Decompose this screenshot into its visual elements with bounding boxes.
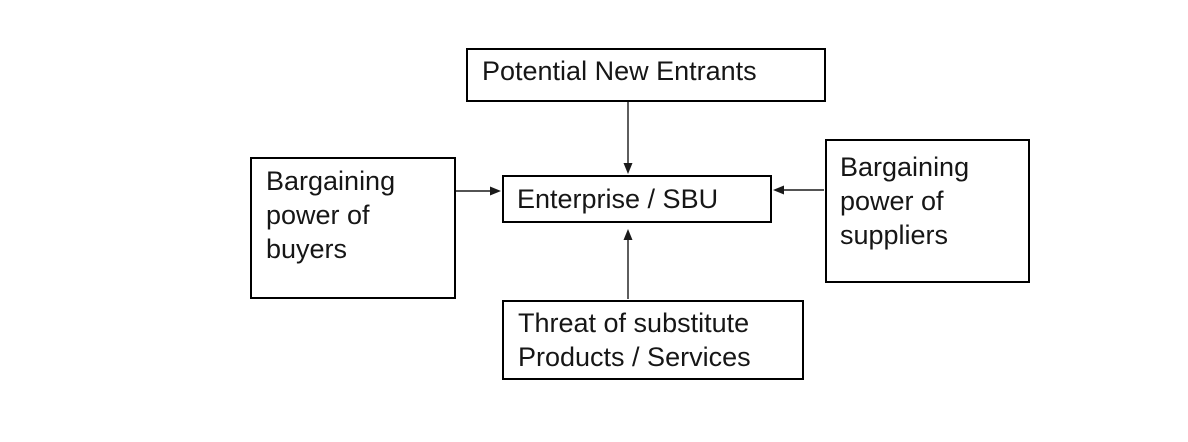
- node-bargaining-power-suppliers: Bargaining power of suppliers: [825, 139, 1030, 283]
- node-enterprise-sbu: Enterprise / SBU: [502, 175, 772, 223]
- arrow-suppliers-to-enterprise: [773, 185, 824, 195]
- node-bargaining-power-buyers: Bargaining power of buyers: [250, 157, 456, 299]
- arrow-buyers-to-enterprise: [456, 186, 501, 196]
- node-potential-new-entrants: Potential New Entrants: [466, 48, 826, 102]
- node-threat-of-substitutes: Threat of substitute Products / Services: [502, 300, 804, 380]
- arrow-new-entrants-to-enterprise: [623, 102, 633, 174]
- arrow-substitutes-to-enterprise: [623, 229, 633, 299]
